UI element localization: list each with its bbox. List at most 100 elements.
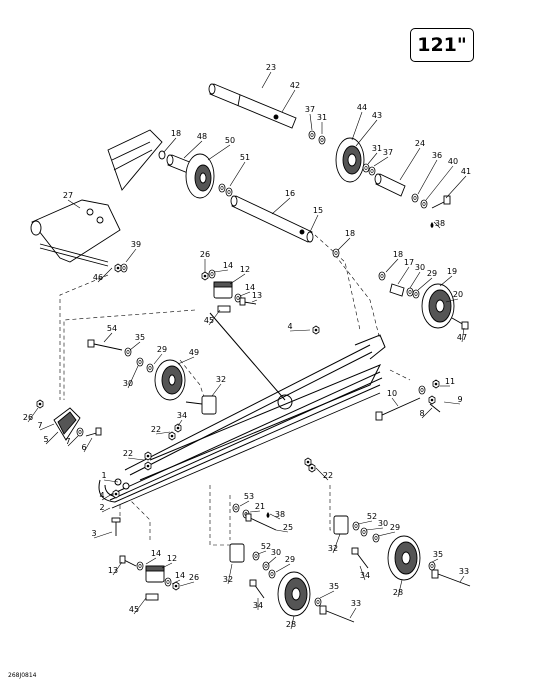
- leader-line: [171, 579, 181, 585]
- leader-line: [163, 137, 177, 153]
- callout-label: 12: [167, 554, 177, 563]
- callout-label: 2: [99, 503, 104, 512]
- spacer-24: [374, 173, 406, 197]
- leader-line: [377, 531, 396, 537]
- leader-lines: [27, 71, 467, 630]
- leader-line: [409, 271, 421, 289]
- leader-line: [359, 565, 366, 581]
- callout-label: 45: [204, 316, 214, 325]
- callout-label: 34: [253, 601, 263, 610]
- callout-label: 26: [23, 413, 33, 422]
- leader-line: [319, 590, 335, 599]
- leader-line: [93, 531, 113, 539]
- leader-line: [213, 269, 229, 273]
- drop-38-lower: [266, 512, 270, 518]
- dashed-assembly-lines: [59, 234, 411, 546]
- leader-line: [127, 457, 145, 461]
- callout-label: 28: [286, 620, 296, 629]
- leader-line: [281, 89, 296, 113]
- callout-label: 21: [255, 502, 265, 511]
- callout-label: 30: [415, 263, 425, 272]
- callout-label: 7: [65, 437, 70, 446]
- leader-line: [397, 266, 410, 285]
- leader-line: [439, 275, 453, 287]
- callout-label: 8: [419, 409, 424, 418]
- block-12-lower: [145, 565, 165, 583]
- leader-line: [269, 513, 281, 520]
- rail-2-lower: [111, 392, 381, 509]
- callout-label: 4: [287, 322, 292, 331]
- leader-line: [309, 214, 319, 233]
- leader-line: [421, 407, 433, 419]
- callout-label: 36: [432, 151, 442, 160]
- bolt-34-left: [249, 579, 265, 599]
- callout-label: 9: [457, 395, 462, 404]
- idler-wheel-43: [335, 137, 365, 183]
- wheel-28-left: [277, 571, 311, 617]
- wheel-19: [421, 283, 455, 329]
- leader-line: [45, 431, 59, 445]
- rear-arm-27: [30, 199, 121, 267]
- leader-line: [249, 510, 261, 513]
- callout-label: 14: [175, 571, 185, 580]
- callout-label: 18: [171, 129, 181, 138]
- callout-label: 35: [329, 582, 339, 591]
- bolt-41: [431, 195, 451, 209]
- leader-line: [385, 258, 399, 273]
- bolt-3: [111, 517, 121, 536]
- bolt-33-right: [431, 569, 471, 587]
- leader-line: [155, 431, 171, 435]
- shaft-16: [230, 195, 314, 243]
- callout-label: 52: [367, 512, 377, 521]
- callout-label: 35: [433, 550, 443, 559]
- leader-line: [257, 550, 267, 555]
- leader-line: [229, 273, 246, 285]
- leader-line: [417, 159, 438, 195]
- callout-label: 22: [323, 471, 333, 480]
- callout-label: 5: [43, 435, 48, 444]
- idler-wheel-50: [185, 153, 215, 199]
- leader-line: [332, 533, 341, 554]
- leader-line: [399, 147, 421, 181]
- callout-label: 13: [108, 566, 118, 575]
- callout-label: 16: [285, 189, 295, 198]
- bolt-10: [375, 397, 421, 421]
- leader-line: [145, 557, 157, 565]
- drawing-code: 268J0814: [8, 672, 37, 679]
- callout-label: 12: [240, 265, 250, 274]
- callout-label: 4: [99, 491, 104, 500]
- callout-label: 38: [435, 219, 445, 228]
- leader-line: [251, 299, 258, 303]
- shaft-23: [208, 83, 297, 129]
- callout-label: 27: [63, 191, 73, 200]
- callout-label: 22: [151, 425, 161, 434]
- leader-line: [261, 71, 272, 89]
- slider-block-5: [53, 407, 81, 441]
- bolt-13-upper: [239, 297, 257, 306]
- leader-line: [177, 356, 195, 365]
- callout-label: 10: [387, 389, 397, 398]
- bolt-13-lower: [119, 555, 137, 567]
- callout-label: 41: [461, 167, 471, 176]
- callout-label: 35: [135, 333, 145, 342]
- callout-label: 46: [93, 273, 103, 282]
- bolt-8: [429, 403, 441, 413]
- leader-line: [357, 520, 373, 525]
- bolt-34-right: [351, 547, 369, 569]
- bolt-54: [87, 339, 123, 351]
- slide-rail: [98, 312, 386, 503]
- callout-label: 45: [129, 605, 139, 614]
- leader-line: [125, 248, 137, 263]
- block-45-lower: [145, 593, 159, 601]
- leader-line: [207, 144, 231, 161]
- leader-line: [27, 407, 39, 423]
- callout-label: 6: [81, 443, 86, 452]
- leader-line: [67, 199, 81, 209]
- callout-label: 31: [372, 144, 382, 153]
- leader-line: [425, 165, 454, 201]
- leader-line: [127, 365, 139, 389]
- bolt-47: [451, 317, 469, 330]
- callout-label: 20: [453, 290, 463, 299]
- leader-line: [315, 467, 329, 481]
